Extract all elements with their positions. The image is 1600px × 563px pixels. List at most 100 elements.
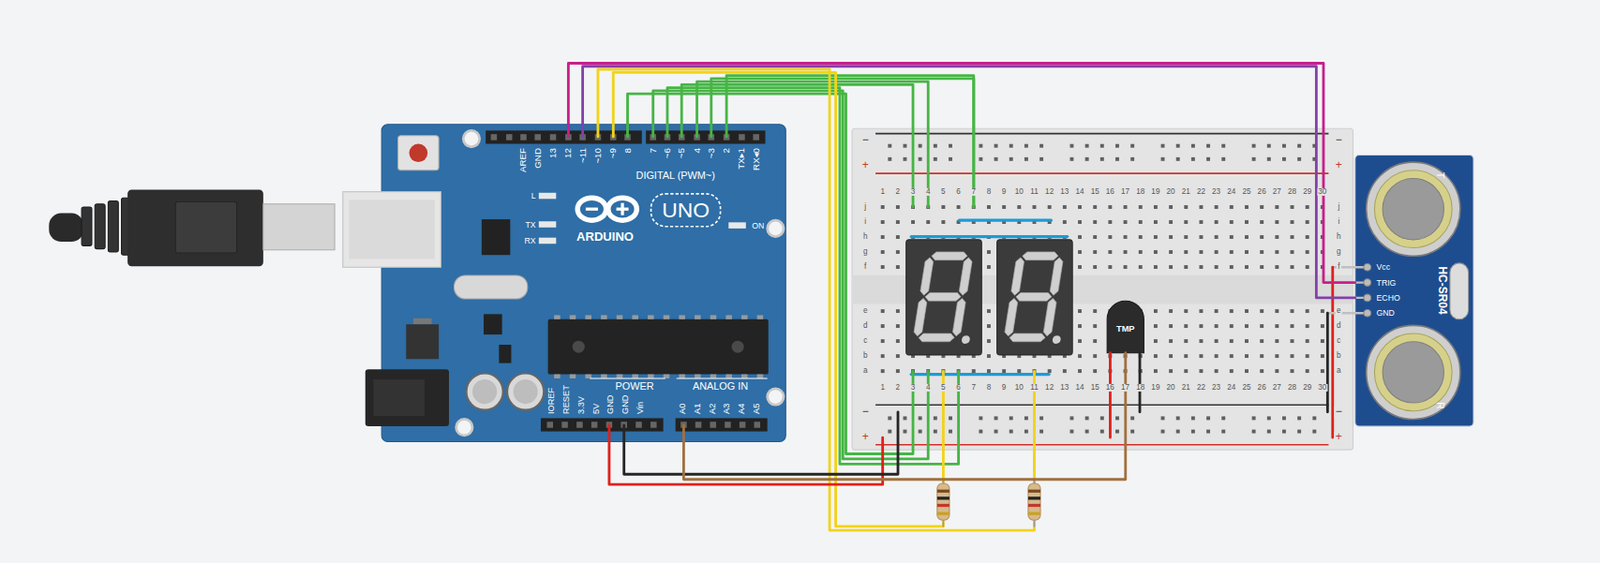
breadboard-hole [1009,144,1014,149]
column-number: 12 [1044,188,1055,196]
breadboard-hole [1214,339,1219,344]
breadboard-hole [1100,416,1105,420]
breadboard-hole [903,144,908,149]
breadboard-hole [1244,369,1249,374]
breadboard-hole [1229,309,1234,314]
breadboard-hole [1267,430,1272,434]
breadboard-hole [1274,205,1279,210]
rail-sign: + [1334,432,1344,444]
resistor-band [1028,504,1041,508]
pin-highlight [911,373,1049,376]
jumper-wire [1327,312,1367,315]
breadboard-hole [1069,430,1074,434]
breadboard-hole [994,430,999,434]
chip-pin [741,374,748,379]
rail-sign: + [861,432,870,444]
breadboard-hole [1168,265,1173,270]
breadboard-hole [1107,250,1112,255]
model-name: UNO [661,199,710,222]
row-letter: f [863,263,868,271]
chip-pin [725,314,733,319]
breadboard-hole [1198,265,1203,270]
pin-label: ~6 [662,148,673,159]
pin-label: 7 [648,148,658,153]
breadboard-hole [1267,157,1272,162]
display-segment [1043,298,1058,336]
breadboard-hole [933,430,938,434]
led [538,221,557,228]
breadboard-hole [1244,265,1249,270]
breadboard-hole [1039,157,1044,162]
breadboard-hole [1191,144,1196,149]
chip-mark [732,341,745,354]
breadboard-hole [918,430,923,434]
breadboard-hole [1062,205,1067,210]
row-letter: i [1336,218,1341,226]
breadboard-hole [933,416,938,420]
pin-highlight [958,219,1051,223]
column-number: 16 [1105,188,1116,196]
column-number: 13 [1059,384,1070,392]
header-pin [752,134,760,141]
pin-header [540,418,664,432]
breadboard-hole [1183,265,1188,270]
chip [498,344,511,364]
board-name: ARDUINO [576,230,634,243]
header-pin [724,421,732,429]
column-number: 8 [986,188,993,196]
header-pin [709,421,717,429]
chip-pin [569,374,577,379]
sensor-pin [1363,294,1372,302]
breadboard-hole [1168,339,1173,344]
digit [1002,252,1075,344]
silkscreen-line [589,377,666,379]
chip-pin [569,314,577,319]
breadboard-hole [1153,235,1158,240]
breadboard-hole [1107,220,1112,225]
breadboard-hole [1305,339,1310,344]
breadboard-hole [1290,354,1295,359]
breadboard-hole [1252,430,1257,434]
breadboard-hole [1168,205,1173,210]
module-name: HC-SR04 [1435,267,1448,315]
pin-label: 8 [623,148,633,153]
led-label: L [531,192,537,201]
breadboard-hole [1009,430,1014,434]
breadboard-hole [1244,324,1249,329]
breadboard-hole [1305,250,1310,255]
breadboard-hole [881,309,885,314]
breadboard-hole [1092,235,1097,240]
pin-label: AREF [519,148,529,173]
breadboard-hole [1274,235,1279,240]
breadboard-hole [1290,339,1295,344]
led [538,238,557,245]
breadboard-hole [1290,220,1295,225]
display-segment [1010,257,1025,296]
breadboard-hole [1077,220,1082,225]
column-number: 4 [925,188,932,196]
column-number: 30 [1316,384,1328,392]
breadboard-hole [1198,205,1203,210]
breadboard-hole [1062,369,1067,374]
breadboard-hole [1267,416,1272,420]
pin-highlight [911,235,1068,239]
row-letter: c [862,337,868,345]
breadboard-hole [1176,430,1181,434]
column-number: 11 [1029,188,1039,196]
row-letter: a [1335,367,1343,375]
column-number: 28 [1286,384,1298,392]
ultrasonic-sensor: HC-SR04 [1355,154,1474,427]
breadboard-hole [918,144,923,149]
breadboard-hole [1153,205,1158,210]
breadboard-hole [1259,250,1264,255]
breadboard-hole [896,250,900,255]
breadboard-hole [1138,220,1143,225]
breadboard-hole [1123,205,1128,210]
breadboard-hole [1290,265,1295,270]
breadboard-hole [941,220,945,225]
breadboard-hole [1259,235,1264,240]
column-number: 14 [1074,188,1085,196]
header-pin [520,134,527,141]
